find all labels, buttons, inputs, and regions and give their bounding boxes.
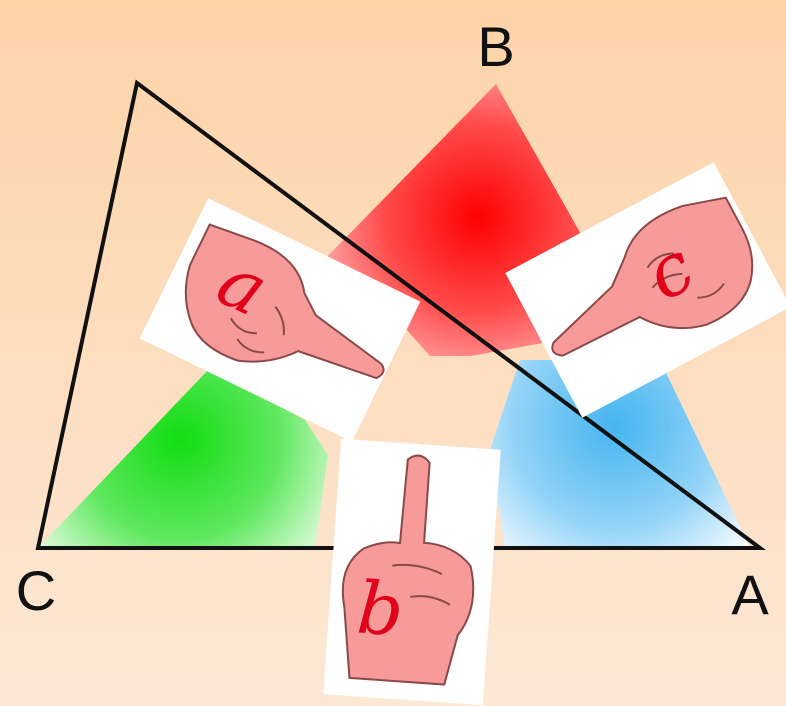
vertex-label-a: A — [731, 563, 769, 626]
hand-card-c: c — [505, 162, 786, 418]
hand-card-a: a — [139, 198, 421, 442]
pointing-hand-left-icon — [551, 196, 754, 357]
vertex-label-c: C — [16, 559, 56, 622]
angle-c-wedge — [38, 368, 328, 548]
side-label-b: b — [354, 565, 406, 652]
pointing-hand-icon — [184, 223, 385, 380]
vertex-label-b: B — [477, 15, 514, 78]
pointing-up-hand-icon — [341, 454, 475, 686]
angle-a-wedge — [490, 360, 750, 548]
hand-card-b: b — [323, 438, 501, 706]
